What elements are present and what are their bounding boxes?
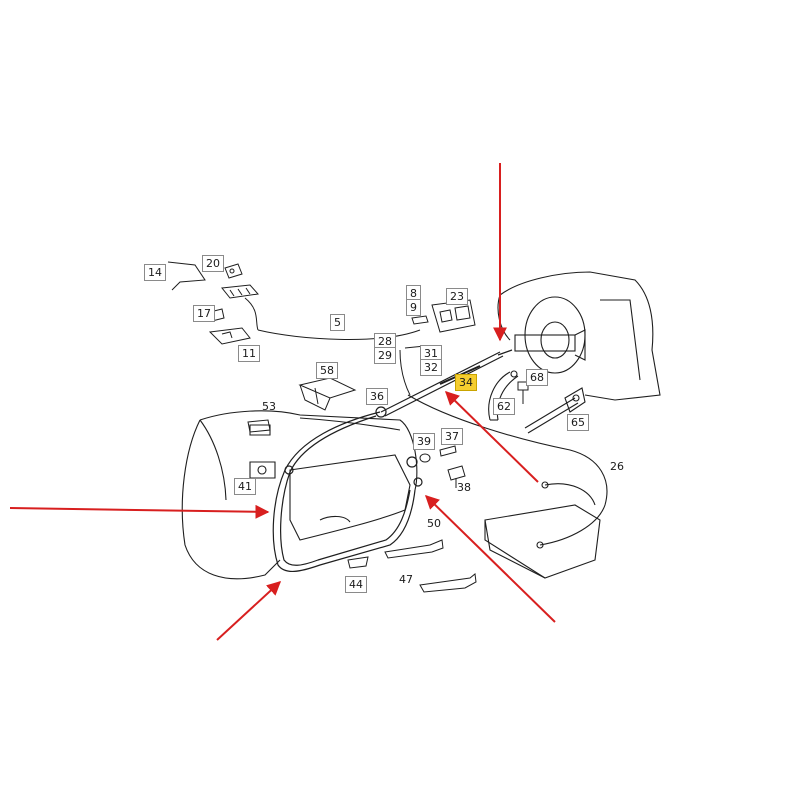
label-part-37: 37 [441,428,463,445]
small-parts [167,261,477,593]
shift-cable [272,406,423,572]
label-part-9: 9 [406,299,421,316]
label-part-58: 58 [316,362,338,379]
label-part-11: 11 [238,345,260,362]
label-part-36: 36 [366,388,388,405]
label-part-20: 20 [202,255,224,272]
label-part-14: 14 [144,264,166,281]
upper-cable [244,297,421,340]
label-part-31: 31 [420,345,442,362]
arrow-left [9,504,270,519]
bracket-58 [298,377,357,411]
label-part-26: 26 [610,460,624,473]
label-part-17: 17 [193,305,215,322]
label-part-68: 68 [526,369,548,386]
label-part-62: 62 [493,398,515,415]
actuator-housing [497,271,661,401]
label-part-44: 44 [345,576,367,593]
red-arrows [9,163,556,641]
cable-26 [407,394,608,549]
label-part-50: 50 [427,517,441,530]
bolt-68 [517,381,529,404]
lever-62 [488,370,519,421]
label-part-29: 29 [374,347,396,364]
arrow-bottom-left [216,581,282,641]
label-part-32: 32 [420,359,442,376]
transmission-housing [181,410,418,580]
cover-plate [484,504,601,579]
label-part-23: 23 [446,288,468,305]
arrow-bottom-right [424,495,556,623]
pin-65 [524,387,586,434]
label-part-47: 47 [399,573,413,586]
label-part-65: 65 [567,414,589,431]
label-part-41: 41 [234,478,256,495]
label-part-38: 38 [457,481,471,494]
label-part-39: 39 [413,433,435,450]
label-part-5: 5 [330,314,345,331]
label-part-8: 8 [406,285,421,302]
label-part-53: 53 [262,400,276,413]
arrow-diagonal [444,391,539,483]
label-part-34-highlighted: 34 [455,374,477,391]
